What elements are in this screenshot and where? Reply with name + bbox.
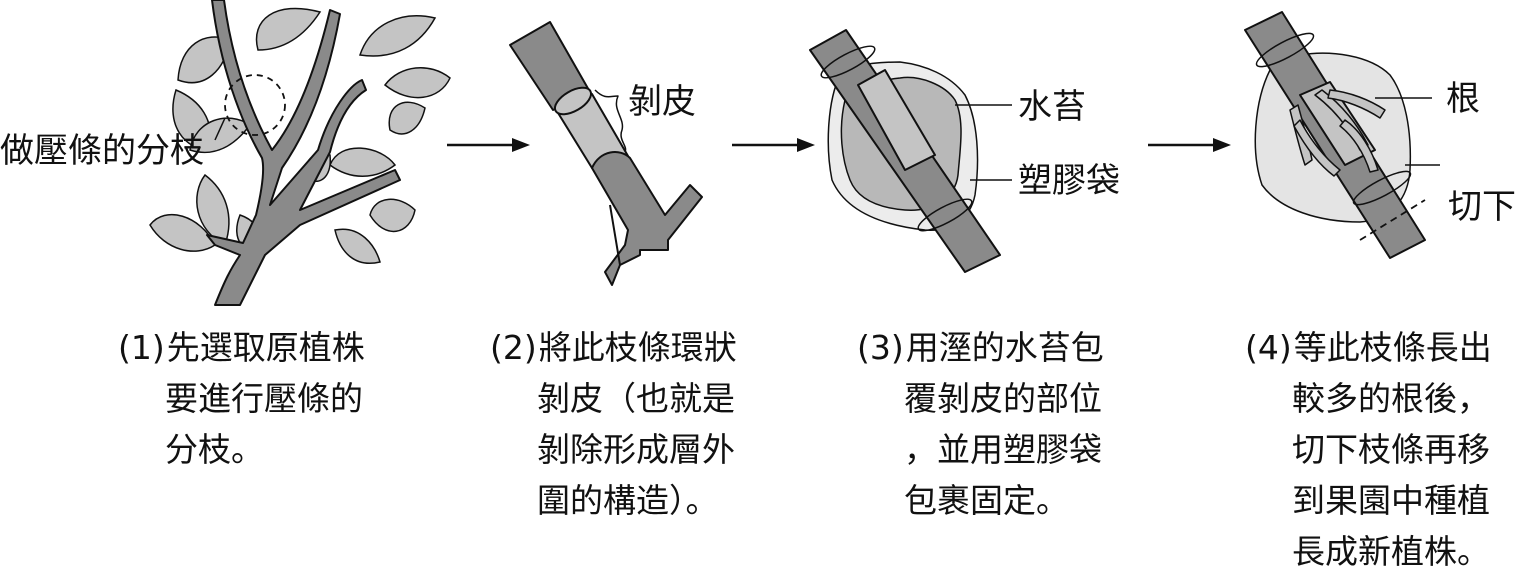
caption-line: 長成新植株。 — [1292, 532, 1490, 571]
label-cut-off: 切下 — [1448, 187, 1516, 227]
arrow-2 — [732, 138, 815, 152]
caption-line: 要進行壓條的 — [165, 379, 363, 418]
arrow-1 — [447, 138, 530, 152]
panel-2-peeled-branch — [509, 21, 703, 286]
step-2-caption: (2)將此枝條環狀 剝皮（也就是 剝除形成層外 圍的構造）。 — [490, 322, 737, 526]
cut-line — [1359, 199, 1426, 241]
roots — [1289, 89, 1386, 177]
label-peel-bark: 剝皮 — [628, 82, 696, 122]
step-3-caption: (3)用溼的水苔包 覆剝皮的部位 ，並用塑膠袋 包裹固定。 — [857, 322, 1104, 526]
caption-line: 將此枝條環狀 — [538, 328, 737, 367]
branch-label-pointer — [214, 117, 226, 141]
panel-1-plant-illustration — [149, 0, 451, 306]
caption-line: 到果園中種植 — [1292, 481, 1490, 520]
caption-line: 剝皮（也就是 — [537, 379, 735, 418]
label-branch-for-layering: 做壓條的分枝 — [0, 131, 204, 171]
step-number: (4) — [1245, 328, 1292, 367]
caption-line: 剝除形成層外 — [537, 430, 735, 469]
panel-4-rooted-branch — [1244, 11, 1426, 259]
caption-line: 先選取原植株 — [166, 328, 365, 367]
step-number: (3) — [857, 328, 904, 367]
arrow-3 — [1148, 138, 1231, 152]
leaves — [149, 7, 451, 264]
step-number: (2) — [490, 328, 537, 367]
caption-line: 等此枝條長出 — [1293, 328, 1492, 367]
step-1-caption: (1)先選取原植株 要進行壓條的 分枝。 — [118, 322, 365, 475]
caption-line: 切下枝條再移 — [1292, 430, 1490, 469]
caption-line: 覆剝皮的部位 — [904, 379, 1102, 418]
caption-line: 包裹固定。 — [904, 481, 1069, 520]
caption-line: 圍的構造）。 — [537, 481, 719, 520]
label-root: 根 — [1446, 79, 1480, 119]
caption-line: 較多的根後， — [1292, 379, 1490, 418]
tree-trunk — [206, 0, 401, 306]
layering-diagram — [149, 0, 1440, 306]
label-plastic-bag: 塑膠袋 — [1018, 161, 1120, 201]
label-water-moss: 水苔 — [1018, 87, 1086, 127]
step-4-caption: (4)等此枝條長出 較多的根後， 切下枝條再移 到果園中種植 長成新植株。 — [1245, 322, 1492, 577]
caption-line: 分枝。 — [165, 430, 264, 469]
panel-3-wrapped-branch — [809, 29, 1001, 273]
step-number: (1) — [118, 328, 165, 367]
caption-line: ，並用塑膠袋 — [904, 430, 1102, 469]
caption-line: 用溼的水苔包 — [905, 328, 1104, 367]
branch-highlight-circle — [224, 74, 286, 136]
